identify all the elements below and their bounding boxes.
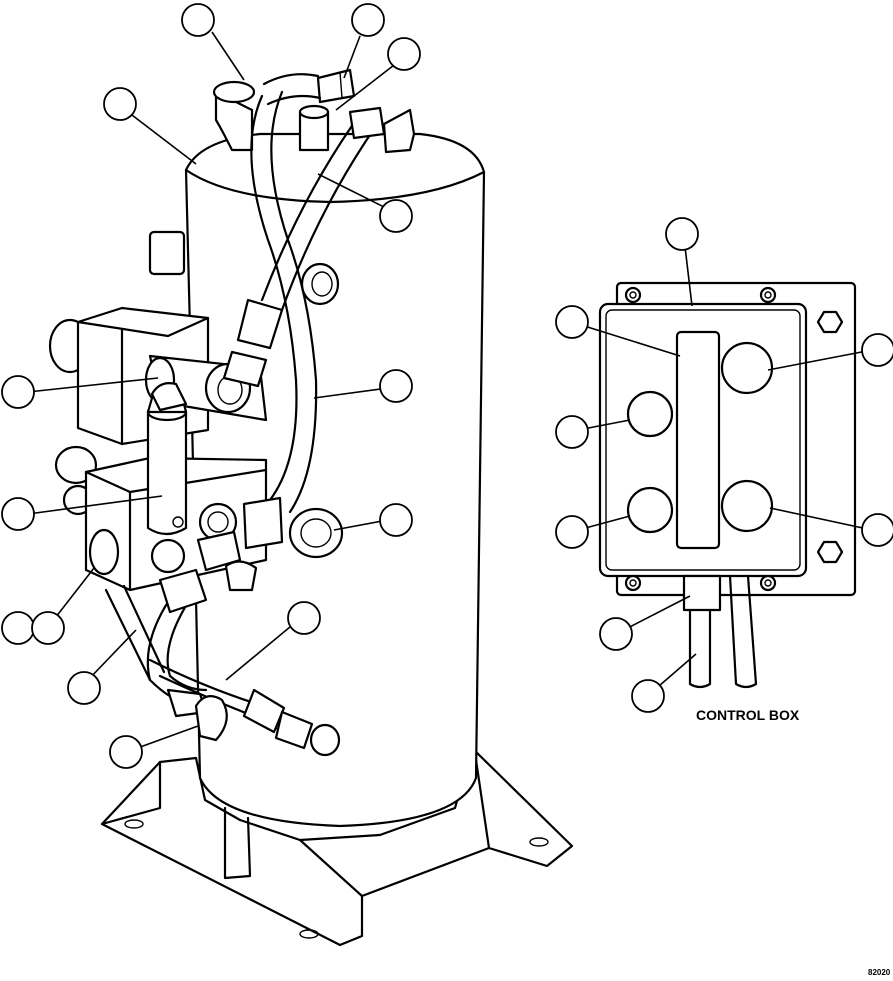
- drawing-number: 82020: [868, 968, 891, 977]
- callout-circle: [555, 305, 589, 339]
- callout-circle: [379, 503, 413, 537]
- control-box: [598, 281, 857, 689]
- callout-circle: [861, 513, 893, 547]
- screw-icon: [759, 286, 777, 304]
- control-box-caption: CONTROL BOX: [696, 707, 800, 723]
- screw-icon: [624, 574, 642, 592]
- hoses: [104, 73, 386, 750]
- callout-circle: [1, 497, 35, 531]
- callout-circle: [1, 611, 35, 645]
- leader-lines: [27, 31, 873, 751]
- callout-circles: [1, 3, 893, 769]
- callout-circle: [665, 217, 699, 251]
- callout-circle: [555, 515, 589, 549]
- callout-circle: [379, 199, 413, 233]
- top-fittings: [212, 68, 416, 154]
- callout-circle: [103, 87, 137, 121]
- callout-circle: [1, 375, 35, 409]
- callout-circle: [861, 333, 893, 367]
- callout-circle: [31, 611, 65, 645]
- screw-icon: [759, 574, 777, 592]
- callout-circle: [67, 671, 101, 705]
- callout-circle: [181, 3, 215, 37]
- screw-icon: [624, 286, 642, 304]
- hex-bolt-icon: [816, 310, 844, 334]
- callout-circle: [387, 37, 421, 71]
- hex-bolt-icon: [816, 540, 844, 564]
- callout-circle: [555, 415, 589, 449]
- callout-circle: [287, 601, 321, 635]
- callout-circle: [109, 735, 143, 769]
- callout-circle: [351, 3, 385, 37]
- callout-circle: [379, 369, 413, 403]
- pressure-switch: [146, 390, 188, 536]
- callout-circle: [599, 617, 633, 651]
- callout-circle: [631, 679, 665, 713]
